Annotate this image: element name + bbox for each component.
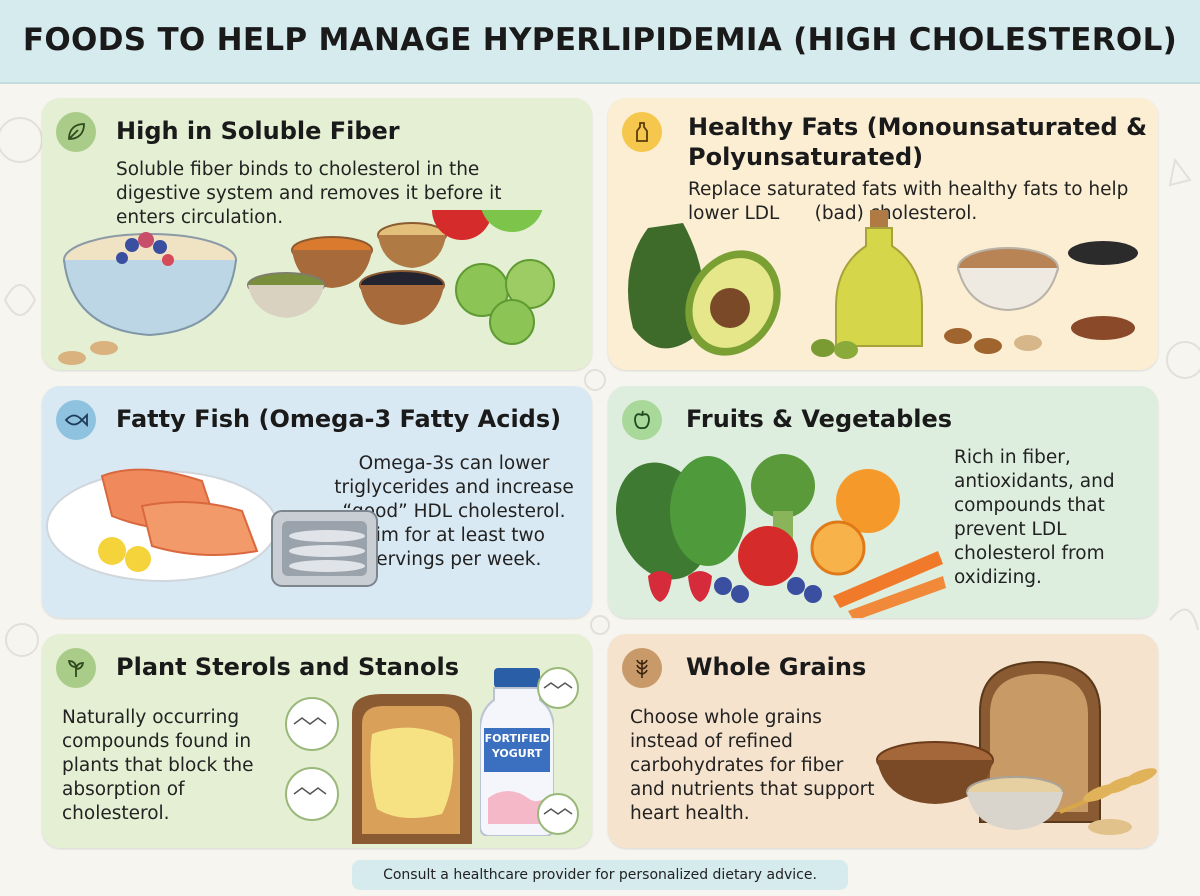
- fruits-vegetables-illustration: [615, 454, 946, 618]
- whole-grains-illustration: [876, 660, 1157, 835]
- panel-title: Fruits & Vegetables: [686, 405, 953, 433]
- yogurt-label-line-2: YOGURT: [491, 747, 543, 760]
- yogurt-label-line-1: FORTIFIED: [484, 732, 550, 745]
- panel-text: Replace saturated fats with healthy fats…: [688, 179, 1135, 224]
- soluble-fiber-panel: High in Soluble Fiber Soluble fiber bind…: [42, 98, 592, 370]
- panel-text: Rich in fiber, antioxidants, and compoun…: [954, 447, 1115, 588]
- fish-illustration: [46, 468, 378, 587]
- fiber-foods-illustration: [58, 210, 555, 365]
- whole-grains-panel: Whole Grains Choose whole grains instead…: [608, 634, 1158, 848]
- molecule-bubbles: [537, 667, 579, 835]
- oil-bottle-icon: [622, 112, 662, 152]
- panel-title-line-2: Polyunsaturated): [688, 143, 924, 171]
- panel-text: Naturally occurring compounds found in p…: [62, 707, 254, 824]
- panel-text: Choose whole grains instead of refined c…: [630, 707, 875, 824]
- fish-icon: [56, 400, 96, 440]
- panel-title: Fatty Fish (Omega-3 Fatty Acids): [116, 405, 562, 433]
- plant-sterols-panel: Plant Sterols and Stanols Naturally occu…: [42, 634, 592, 848]
- fruits-vegetables-panel: Fruits & Vegetables Rich in fiber, antio…: [608, 386, 1158, 618]
- panel-text: Omega-3s can lower triglycerides and inc…: [334, 453, 574, 570]
- page-title: FOODS TO HELP MANAGE HYPERLIPIDEMIA (HIG…: [22, 22, 1178, 58]
- healthy-fats-illustration: [628, 210, 1138, 359]
- leaf-icon: [56, 112, 96, 152]
- healthy-fats-panel: Healthy Fats (Monounsaturated & Polyunsa…: [608, 98, 1158, 370]
- fatty-fish-panel: Fatty Fish (Omega-3 Fatty Acids) Omega-3…: [42, 386, 592, 618]
- wheat-icon: [622, 648, 662, 688]
- panel-title: High in Soluble Fiber: [116, 117, 400, 145]
- panel-title: Plant Sterols and Stanols: [116, 653, 460, 681]
- apple-icon: [622, 400, 662, 440]
- panel-title: Whole Grains: [686, 653, 867, 681]
- header-band: [0, 0, 1200, 84]
- footer-disclaimer: Consult a healthcare provider for person…: [352, 860, 848, 890]
- toast-illustration: [285, 694, 472, 844]
- sprout-icon: [56, 648, 96, 688]
- panel-text: Soluble fiber binds to cholesterol in th…: [116, 159, 502, 228]
- yogurt-bottle: FORTIFIED YOGURT: [480, 668, 554, 836]
- panel-title-line-1: Healthy Fats (Monounsaturated &: [688, 113, 1148, 141]
